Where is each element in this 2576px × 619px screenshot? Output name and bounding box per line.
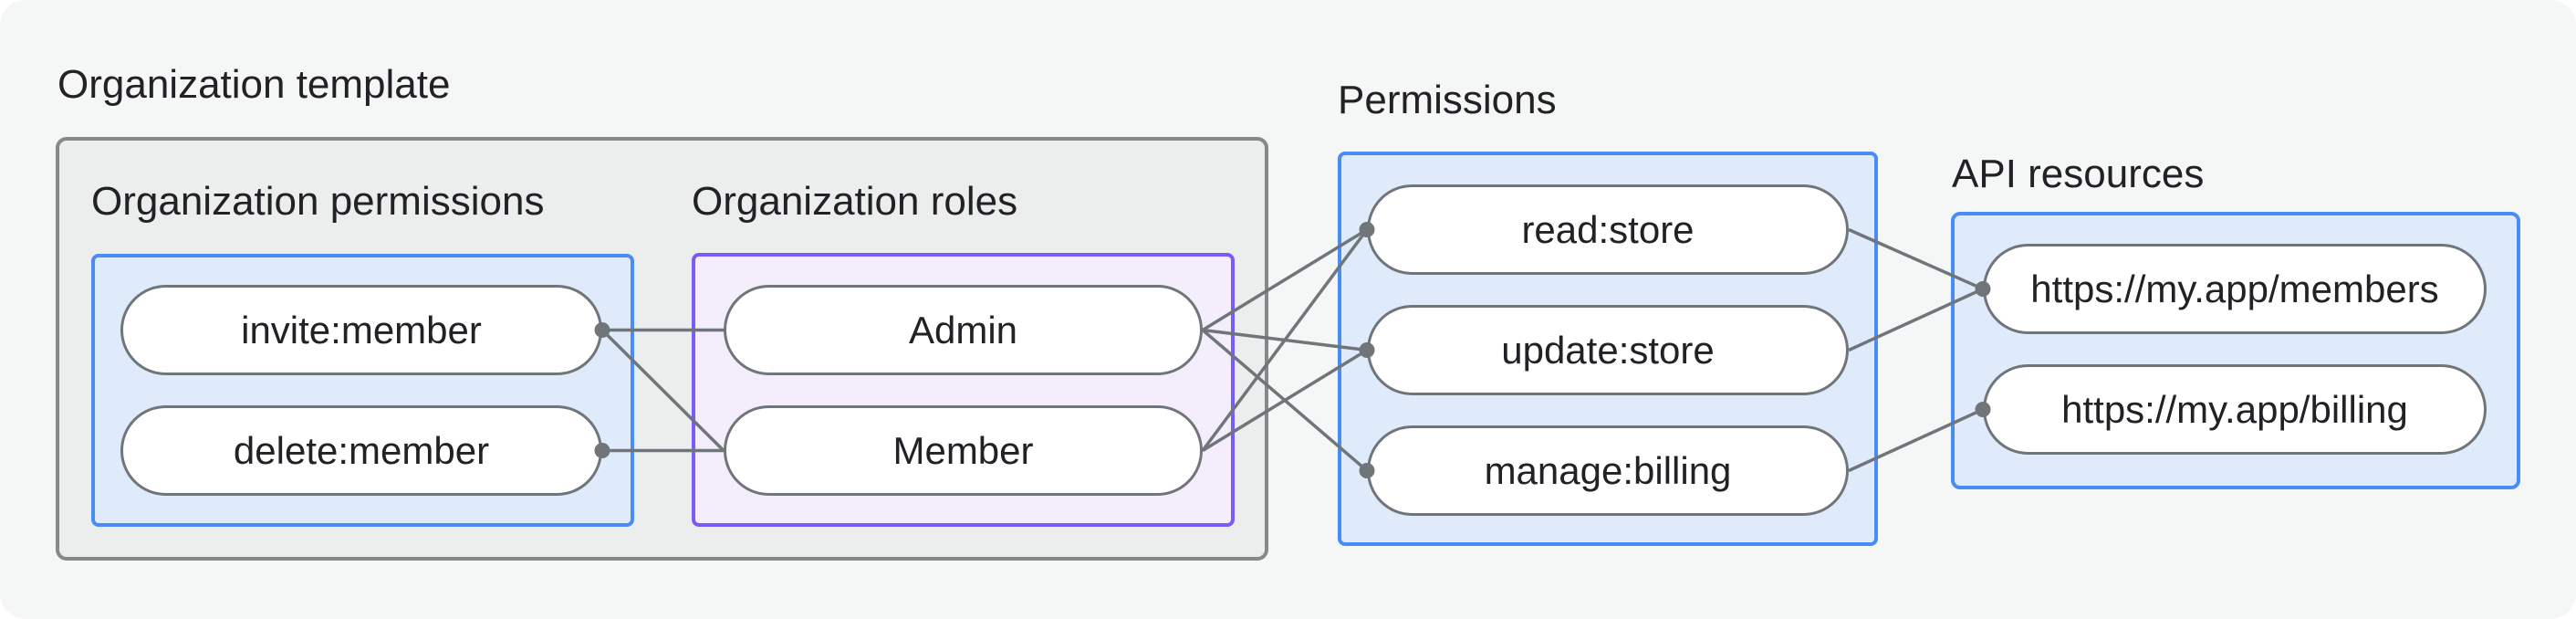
node-pill-admin: Admin: [724, 285, 1203, 375]
node-pill-update: update:store: [1367, 305, 1849, 395]
permissions-heading: Permissions: [1338, 78, 1557, 122]
organization-roles-heading: Organization roles: [692, 179, 1018, 224]
api-resources-heading: API resources: [1952, 152, 2205, 196]
node-pill-manage: manage:billing: [1367, 425, 1849, 516]
node-pill-billing: https://my.app/billing: [1983, 364, 2487, 455]
node-pill-member: Member: [724, 405, 1203, 496]
organization-permissions-heading: Organization permissions: [91, 179, 545, 224]
node-pill-invite: invite:member: [120, 285, 602, 375]
node-pill-delete: delete:member: [120, 405, 602, 496]
page-title: Organization template: [57, 62, 451, 107]
node-pill-read: read:store: [1367, 184, 1849, 275]
node-pill-members: https://my.app/members: [1983, 244, 2487, 334]
